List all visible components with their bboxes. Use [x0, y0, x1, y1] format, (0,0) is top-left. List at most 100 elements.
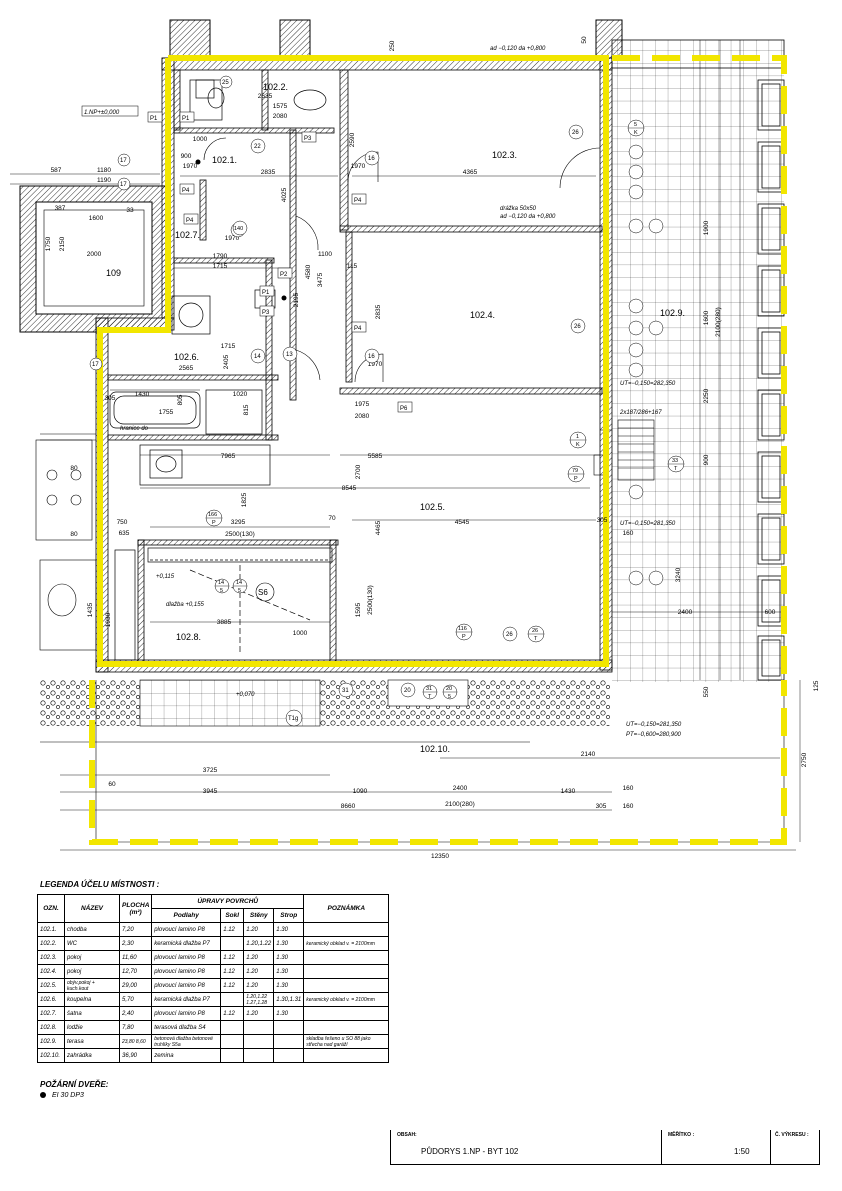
door-tag: 31 — [338, 682, 354, 698]
plan-annotation: 550 — [703, 686, 710, 697]
table-cell: plovoucí lamino P8 — [151, 978, 222, 993]
plan-annotation: 1900 — [703, 220, 710, 235]
col-podlahy: Podlahy — [151, 908, 222, 923]
plan-annotation: 80 — [70, 531, 78, 538]
plan-annotation: P — [462, 634, 466, 640]
plan-annotation: 2700 — [355, 464, 362, 479]
plan-annotation: P2 — [280, 272, 288, 278]
room-109: 109 — [106, 268, 121, 278]
plan-annotation: 1180 — [97, 167, 111, 174]
plan-annotation: 1975 — [355, 401, 370, 408]
plan-annotation: 4580 — [305, 264, 312, 279]
door-tag: P2 — [277, 267, 293, 279]
note-ut2: UT=−0,150=281,350 — [620, 521, 676, 527]
plan-annotation: 14 — [218, 580, 224, 586]
plan-annotation: 2400 — [678, 609, 693, 616]
plan-annotation: 1600 — [89, 215, 104, 222]
plan-annotation: P — [212, 520, 216, 526]
table-cell: 7,80 — [118, 1020, 153, 1035]
plan-annotation: 587 — [51, 167, 62, 174]
table-cell: keramický obklad v. = 2100mm — [303, 992, 390, 1007]
table-cell: 102.2. — [37, 936, 65, 951]
loggia — [147, 547, 333, 655]
table-cell: plovoucí lamino P8 — [151, 1006, 222, 1021]
plan-annotation: P6 — [400, 406, 408, 412]
door-tag: 25 — [219, 75, 233, 89]
plan-annotation: 815 — [243, 404, 250, 415]
plan-annotation: P1 — [182, 116, 190, 122]
plan-annotation: 2000 — [87, 251, 102, 258]
door-tag: P3 — [259, 305, 275, 317]
bullet-icon — [40, 1092, 46, 1099]
plan-annotation: 22 — [254, 144, 261, 150]
table-cell: 1.20,1.22 — [243, 936, 275, 951]
boundary-solid — [97, 55, 609, 667]
room-102-7: 102.7. — [175, 230, 200, 240]
table-cell: keramická dlažba P7 — [151, 936, 222, 951]
plan-annotation: 900 — [181, 153, 192, 160]
table-cell: 1.30 — [273, 978, 305, 993]
table-cell: 1.30 — [273, 950, 305, 965]
table-cell — [303, 950, 390, 965]
dimension-lines — [10, 40, 801, 851]
plan-annotation: 125 — [813, 680, 820, 691]
door-tag: 13 — [282, 346, 298, 362]
table-cell — [273, 1034, 305, 1049]
plan-annotation: 160 — [623, 530, 634, 537]
door-swings — [203, 137, 601, 383]
table-cell: zahrádka — [64, 1048, 120, 1063]
plan-annotation: 80 — [70, 465, 78, 472]
table-cell: 102.3. — [37, 950, 65, 965]
table-cell: pokoj — [64, 950, 120, 965]
table-cell: 102.8. — [37, 1020, 65, 1035]
room-102-3: 102.3. — [492, 150, 517, 160]
door-tag: 16 — [364, 348, 380, 364]
plan-annotation: 1970 — [351, 163, 366, 170]
table-cell: 1.12 — [220, 922, 245, 937]
plan-annotation: 16 — [368, 354, 375, 360]
plan-annotation: T — [534, 636, 538, 642]
door-tag: 26 — [502, 626, 518, 642]
plan-annotation: 7965 — [221, 453, 236, 460]
note-s6: S6 — [258, 588, 268, 597]
table-cell: 102.9. — [37, 1034, 65, 1049]
table-cell: 1.30 — [273, 1006, 305, 1021]
door-pair: 145 — [232, 578, 248, 594]
plan-annotation: 20 — [404, 688, 411, 694]
table-cell — [220, 1034, 245, 1049]
table-cell: 2,40 — [118, 1006, 153, 1021]
table-cell: koupelna — [64, 992, 120, 1007]
note-ut1: UT=−0,150=282,350 — [620, 381, 676, 387]
table-cell: obýv.pokoj + kuch.kout — [64, 978, 120, 993]
note-drazka: drážka 50x50 — [500, 206, 537, 212]
door-tag: 17 — [117, 153, 131, 167]
plan-annotation: 1000 — [293, 630, 308, 637]
col-nazev: NÁZEV — [64, 894, 120, 923]
table-cell — [220, 1020, 245, 1035]
plan-annotation: 2150 — [59, 236, 66, 251]
door-pair: 31T — [422, 684, 438, 700]
plan-annotation: 26 — [572, 130, 579, 136]
plan-annotation: 1000 — [193, 136, 208, 143]
room-102-8: 102.8. — [176, 632, 201, 642]
plan-annotation: T1g — [288, 716, 298, 722]
plan-annotation: 3945 — [203, 788, 218, 795]
apartment-boundary — [89, 55, 787, 845]
room-102-5: 102.5. — [420, 502, 445, 512]
plan-annotation: 1755 — [159, 409, 174, 416]
door-tag: P4 — [183, 213, 199, 225]
plan-annotation: 26 — [506, 632, 513, 638]
meritko-value: 1:50 — [734, 1147, 750, 1156]
note-top-level: ad −0,120 da +0,800 — [490, 46, 546, 52]
plan-annotation: 2750 — [801, 752, 808, 767]
plan-annotation: P3 — [304, 136, 312, 142]
room-labels: 102.1. 102.2. 102.3. 102.4. 102.5. 102.6… — [106, 82, 685, 754]
table-cell: 2,30 — [118, 936, 153, 951]
table-cell — [273, 1048, 305, 1063]
